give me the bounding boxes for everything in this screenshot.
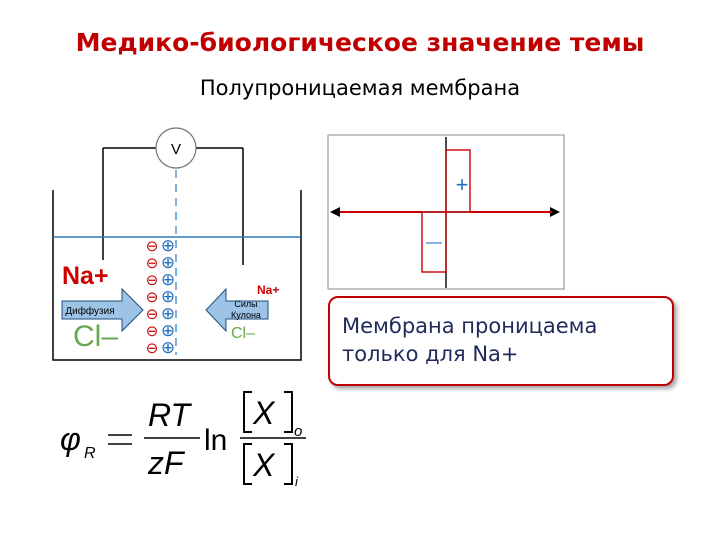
- graph-plus-label: +: [456, 172, 469, 197]
- membrane-negative-sign: ⊖: [146, 323, 159, 340]
- formula-phi: φ: [60, 421, 81, 457]
- formula-ln: ln: [204, 424, 227, 457]
- membrane-charges: ⊖⊕⊖⊕⊖⊕⊖⊕⊖⊕⊖⊕⊖⊕: [146, 236, 175, 357]
- membrane-positive-sign: ⊕: [161, 321, 175, 340]
- formula-x-top: X: [252, 395, 276, 431]
- nernst-formula: φ R RT zF ln X o X i: [60, 391, 306, 489]
- negative-charge-box: [421, 211, 447, 273]
- vessel: [52, 190, 302, 361]
- membrane-negative-sign: ⊖: [146, 272, 159, 289]
- formula-bracket-left-bottom: [243, 443, 252, 485]
- diffusion-label: Диффузия: [65, 305, 114, 317]
- formula-bracket-right-top: [284, 391, 293, 433]
- formula-sub-o: o: [294, 423, 302, 440]
- right-cl-ion: Cl–: [231, 325, 255, 342]
- coulomb-arrow: [205, 287, 269, 333]
- formula-numerator: RT: [148, 397, 193, 433]
- formula-sub-i: i: [295, 474, 299, 489]
- formula-phi-subscript: R: [84, 445, 96, 462]
- membrane-positive-sign: ⊕: [161, 338, 175, 357]
- membrane-negative-sign: ⊖: [146, 340, 159, 357]
- voltmeter-circle: [155, 127, 197, 169]
- formula-bracket-right-bottom: [284, 443, 293, 485]
- membrane-positive-sign: ⊕: [161, 236, 175, 255]
- graph-axis-arrow-right: [550, 207, 560, 217]
- membrane-negative-sign: ⊖: [146, 255, 159, 272]
- membrane-negative-sign: ⊖: [146, 289, 159, 306]
- left-na-ion: Na+: [62, 262, 109, 290]
- coulomb-label-line2: Кулона: [231, 310, 261, 320]
- coulomb-label-line1: Силы: [234, 299, 257, 309]
- voltmeter-label: V: [171, 141, 181, 158]
- slide-subtitle: Полупроницаемая мембрана: [199, 76, 521, 100]
- permeability-callout: Мембрана проницаема только для Na+: [328, 296, 674, 386]
- membrane-positive-sign: ⊕: [161, 304, 175, 323]
- membrane-positive-sign: ⊕: [161, 270, 175, 289]
- slide-title: Медико-биологическое значение темы: [75, 28, 645, 57]
- callout-text: Мембрана проницаема только для Na+: [342, 314, 598, 366]
- diffusion-arrow: [61, 287, 144, 333]
- membrane-negative-sign: ⊖: [146, 306, 159, 323]
- membrane-positive-sign: ⊕: [161, 253, 175, 272]
- formula-x-bottom: X: [252, 447, 276, 483]
- right-na-ion: Na+: [257, 283, 279, 297]
- graph-axis-arrow-left: [330, 207, 340, 217]
- formula-denominator: zF: [147, 445, 186, 481]
- formula-bracket-left-top: [243, 391, 252, 433]
- left-cl-ion: Cl–: [73, 320, 118, 353]
- membrane-negative-sign: ⊖: [146, 238, 159, 255]
- graph-minus-label: —: [426, 234, 442, 251]
- membrane-positive-sign: ⊕: [161, 287, 175, 306]
- positive-charge-box: [445, 149, 471, 213]
